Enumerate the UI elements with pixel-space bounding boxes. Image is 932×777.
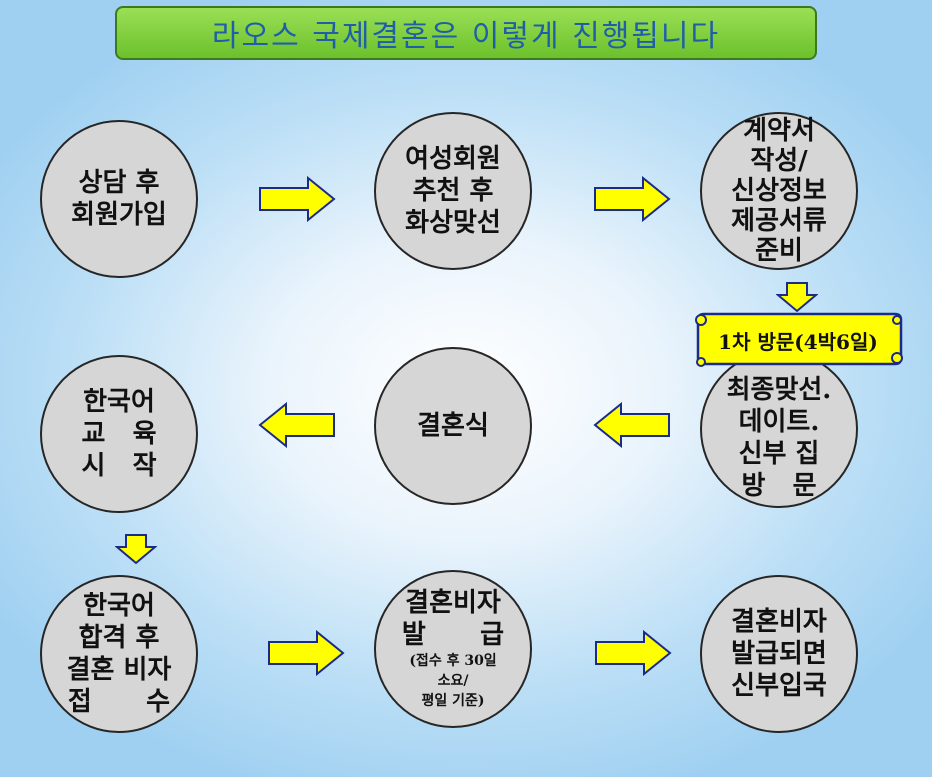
step-text: 화상맞선 <box>405 208 501 238</box>
step-text: 회원가입 <box>71 200 167 230</box>
step-note: 평일 기준) <box>421 693 485 709</box>
step-text: 발 급 <box>401 620 505 650</box>
arrow-down-icon <box>115 534 157 565</box>
step-text: 시 작 <box>81 451 157 481</box>
step-text: 합격 후 <box>78 623 160 653</box>
step-text: 신부 집 <box>738 439 820 469</box>
arrow-right-icon <box>595 630 672 676</box>
step-wedding: 결혼식 <box>374 347 532 505</box>
step-text: 작성/ <box>750 146 808 176</box>
step-text: 여성회원 <box>405 144 501 174</box>
page-title: 라오스 국제결혼은 이렇게 진행됩니다 <box>115 6 817 60</box>
step-video-meeting: 여성회원 추천 후 화상맞선 <box>374 112 532 270</box>
step-text: 한국어 <box>83 387 155 417</box>
step-text: 한국어 <box>83 591 155 621</box>
first-visit-banner: 1차 방문(4박6일) <box>718 329 878 354</box>
arrow-right-icon <box>259 176 336 222</box>
step-contract: 계약서 작성/ 신상정보 제공서류 준비 <box>700 112 858 270</box>
step-text: 접 수 <box>67 687 171 717</box>
step-text: 발급되면 <box>731 639 827 669</box>
step-visa-application: 한국어 합격 후 결혼 비자 접 수 <box>40 575 198 733</box>
step-text: 추천 후 <box>412 176 494 206</box>
arrow-right-icon <box>594 176 671 222</box>
step-text: 제공서류 <box>731 206 827 236</box>
step-text: 교 육 <box>81 419 157 449</box>
step-text: 신상정보 <box>731 176 827 206</box>
step-note: 소요/ <box>437 673 469 689</box>
scroll-banner-shape <box>695 312 903 367</box>
step-text: 준비 <box>755 236 803 266</box>
step-consultation: 상담 후 회원가입 <box>40 120 198 278</box>
step-bride-entry: 결혼비자 발급되면 신부입국 <box>700 575 858 733</box>
step-korean-education: 한국어 교 육 시 작 <box>40 355 198 513</box>
step-text: 신부입국 <box>731 671 827 701</box>
step-text: 결혼비자 <box>731 607 827 637</box>
step-text: 결혼식 <box>417 411 489 441</box>
step-note: (접수 후 30일 <box>409 653 497 669</box>
step-text: 계약서 <box>743 116 815 146</box>
step-final-meeting: 최종맞선. 데이트. 신부 집 방 문 <box>700 350 858 508</box>
arrow-right-icon <box>268 630 345 676</box>
arrow-down-icon <box>776 282 818 313</box>
step-visa-issued: 결혼비자 발 급 (접수 후 30일 소요/ 평일 기준) <box>374 570 532 728</box>
step-text: 결혼 비자 <box>66 655 172 685</box>
step-text: 최종맞선. <box>726 375 832 405</box>
arrow-left-icon <box>593 402 670 448</box>
step-text: 상담 후 <box>78 168 160 198</box>
step-text: 방 문 <box>741 471 817 501</box>
arrow-left-icon <box>258 402 335 448</box>
step-text: 결혼비자 <box>405 588 501 618</box>
step-text: 데이트. <box>738 407 820 437</box>
